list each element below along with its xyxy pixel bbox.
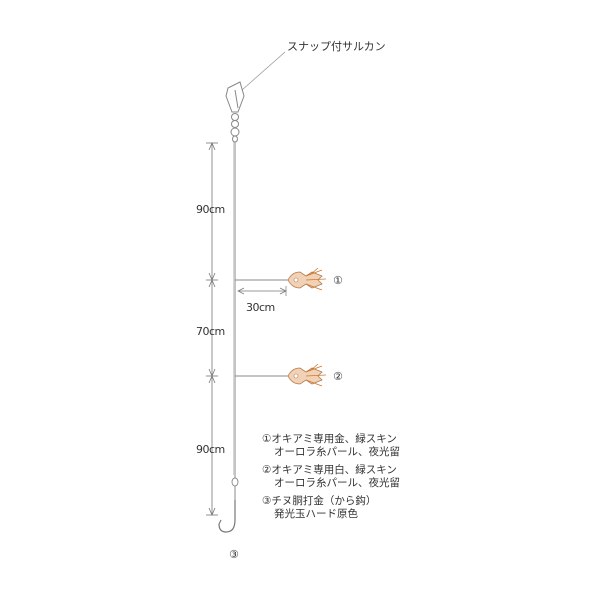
snap-swivel-icon <box>225 81 245 143</box>
note-2: ②オキアミ専用白、緑スキン オーロラ糸パール、夜光留 <box>262 464 400 490</box>
snap-swivel-label: スナップ付サルカン <box>287 40 386 53</box>
dimension-label-top: 90cm <box>196 203 225 216</box>
note-3: ③チヌ胴打金（から鈎） 発光玉ハード原色 <box>262 495 400 521</box>
dimension-label-middle: 70cm <box>196 325 225 338</box>
note-2-line-2: オーロラ糸パール、夜光留 <box>274 477 400 489</box>
note-1: ①オキアミ専用金、緑スキン オーロラ糸パール、夜光留 <box>262 433 400 459</box>
branch-2 <box>235 363 327 387</box>
hook-icon <box>218 500 236 533</box>
dimension-label-bottom: 90cm <box>196 443 225 456</box>
marker-2-label: ② <box>333 370 343 383</box>
note-3-line-1: ③チヌ胴打金（から鈎） <box>262 495 377 507</box>
note-2-line-1: ②オキアミ専用白、緑スキン <box>262 464 397 476</box>
marker-3-label: ③ <box>229 548 239 561</box>
lure-1-icon <box>287 267 327 291</box>
branch-length-label: 30cm <box>246 301 275 314</box>
note-1-line-2: オーロラ糸パール、夜光留 <box>274 446 400 458</box>
snap-swivel-leader-line <box>241 51 286 91</box>
marker-1-label: ① <box>333 274 343 287</box>
note-1-line-1: ①オキアミ専用金、緑スキン <box>262 433 397 445</box>
branch-1 <box>235 267 327 291</box>
lure-2-icon <box>287 363 327 387</box>
parts-notes: ①オキアミ専用金、緑スキン オーロラ糸パール、夜光留 ②オキアミ専用白、緑スキン… <box>262 433 400 526</box>
branch-dimension <box>237 286 287 296</box>
note-3-line-2: 発光玉ハード原色 <box>274 508 358 520</box>
glow-bead-icon <box>231 477 239 487</box>
dimension-line <box>206 141 218 517</box>
